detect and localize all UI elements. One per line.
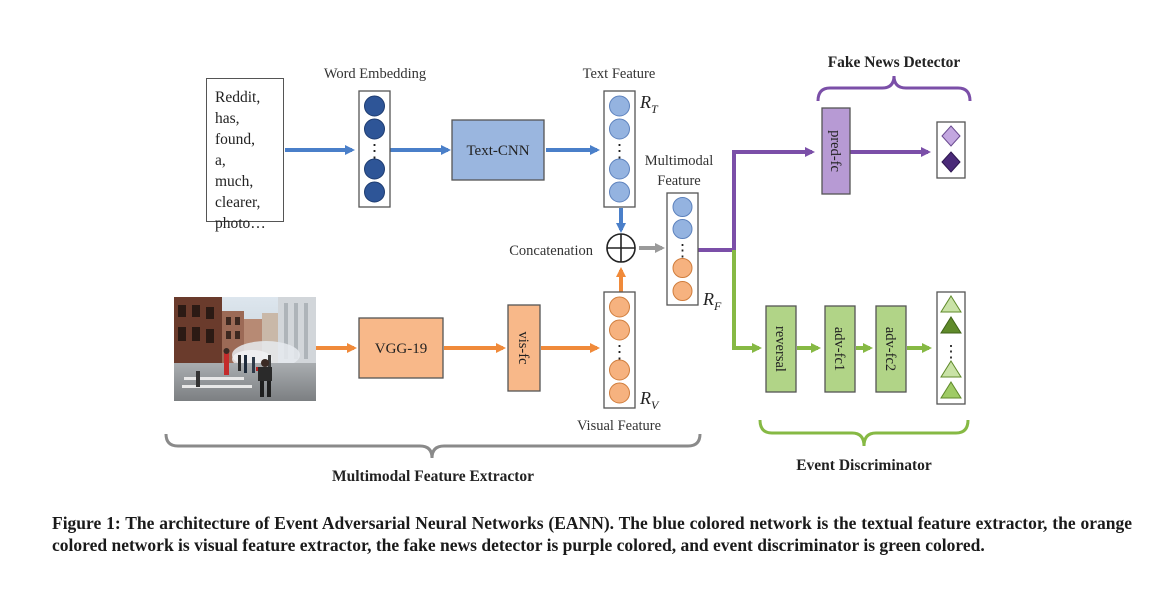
ellipsis: ⋮ <box>674 241 691 260</box>
sample-word: has, <box>215 110 240 127</box>
svg-text:RV: RV <box>639 388 660 412</box>
vgg19-label: VGG-19 <box>375 341 428 357</box>
concatenation-operator <box>606 233 636 263</box>
multimodal-feature-vector: ⋮ <box>666 192 699 306</box>
fake-news-output <box>936 121 966 179</box>
event-output: ⋮ <box>936 291 966 405</box>
sample-word: a, <box>215 152 226 169</box>
vis-fc-label: vis-fc <box>515 331 531 364</box>
diamond-light-icon <box>941 125 961 147</box>
arrow-multimodal-to-reversal <box>732 250 762 353</box>
multimodal-feature-label-line2: Feature <box>657 173 700 189</box>
word-embedding-vector: ⋮ <box>358 90 391 208</box>
arrow-multimodal-to-predfc <box>698 147 815 252</box>
adv-fc1-label: adv-fc1 <box>831 327 847 371</box>
svg-text:RF: RF <box>702 289 722 313</box>
sample-word: found, <box>215 131 256 148</box>
fake-news-detector-title: Fake News Detector <box>828 54 961 71</box>
r-t-label: RT <box>639 92 659 116</box>
adv-fc1-block: adv-fc1 <box>824 305 856 393</box>
event-discriminator-title: Event Discriminator <box>796 457 932 474</box>
figure-caption: Figure 1: The architecture of Event Adve… <box>52 513 1132 555</box>
triangle-light-icon <box>940 360 962 378</box>
adv-fc2-label: adv-fc2 <box>882 327 898 371</box>
vis-fc-block: vis-fc <box>507 304 541 392</box>
adv-fc2-block: adv-fc2 <box>875 305 907 393</box>
text-feature-vector: ⋮ <box>603 90 636 208</box>
text-feature-label: Text Feature <box>583 66 656 82</box>
reversal-label: reversal <box>772 326 788 372</box>
text-cnn-label: Text-CNN <box>466 143 529 159</box>
word-embedding-label: Word Embedding <box>324 66 426 82</box>
feature-extractor-title: Multimodal Feature Extractor <box>332 468 534 485</box>
concatenation-label: Concatenation <box>509 243 594 259</box>
arrows <box>285 145 932 353</box>
sample-word: much, <box>215 173 254 190</box>
street-scene-image <box>174 297 316 401</box>
svg-text:RT: RT <box>639 92 659 116</box>
reversal-block: reversal <box>765 305 797 393</box>
ellipsis: ⋮ <box>611 342 629 362</box>
r-f-label: RF <box>702 289 722 313</box>
sample-word: clearer, <box>215 194 261 211</box>
fake-news-detector-brace <box>816 75 972 102</box>
visual-feature-label: Visual Feature <box>577 418 661 434</box>
sample-post-image <box>174 297 316 401</box>
vgg19-block: VGG-19 <box>358 317 444 379</box>
ellipsis: ⋮ <box>366 141 384 161</box>
architecture-diagram: Word Embedding ⋮ Text-CNN Text Feature ⋮… <box>164 54 972 485</box>
triangle-dark-icon <box>940 316 962 334</box>
triangle-mid-icon <box>940 381 962 399</box>
sample-post-text: Reddit, has, found, a, much, clearer, ph… <box>206 78 284 232</box>
sample-word: photo… <box>215 215 266 232</box>
feature-extractor-brace <box>164 433 702 459</box>
ellipsis: ⋮ <box>611 141 629 161</box>
pred-fc-block: pred-fc <box>821 107 851 195</box>
sample-word: Reddit, <box>215 89 261 106</box>
ellipsis: ⋮ <box>943 342 960 361</box>
pred-fc-label: pred-fc <box>827 130 843 172</box>
multimodal-feature-label-line1: Multimodal <box>645 153 713 169</box>
visual-feature-vector: ⋮ <box>603 291 636 409</box>
r-v-label: RV <box>639 388 660 412</box>
diamond-dark-icon <box>941 151 961 173</box>
text-cnn-block: Text-CNN <box>451 119 545 181</box>
event-discriminator-brace <box>758 419 970 447</box>
triangle-light-icon <box>940 295 962 313</box>
